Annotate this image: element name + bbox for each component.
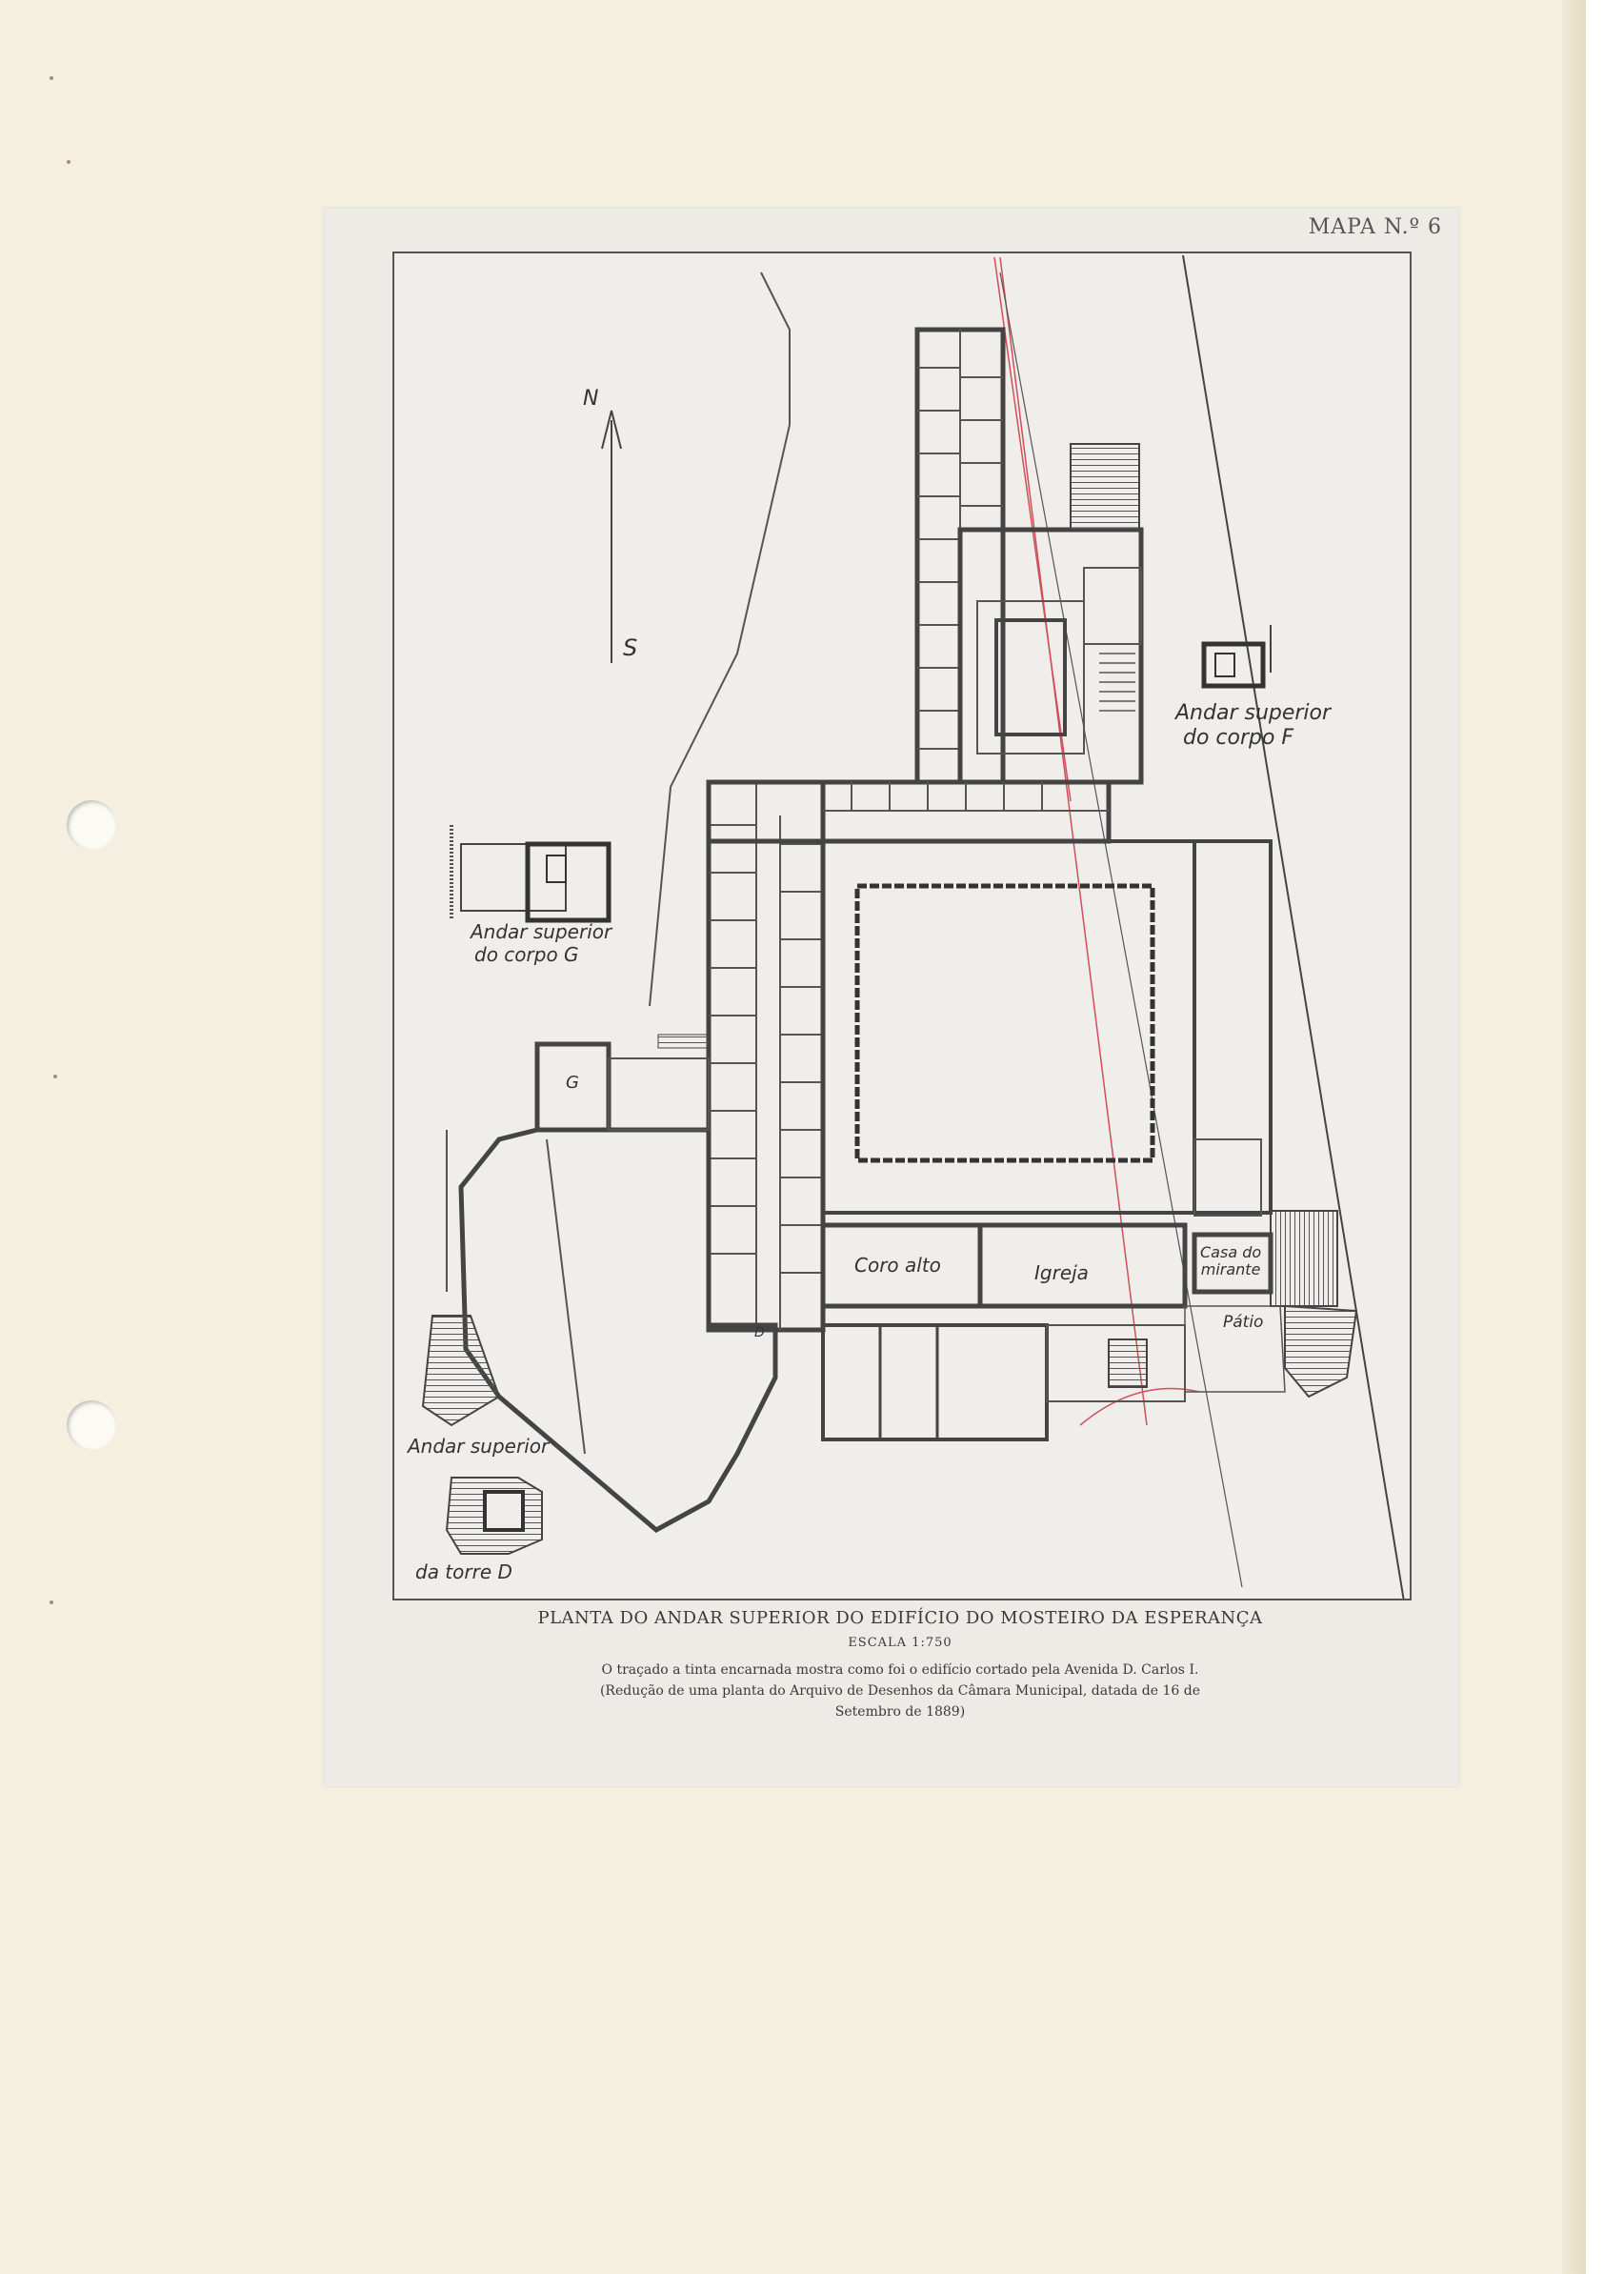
label-igreja: Igreja: [1034, 1261, 1089, 1284]
igreja-room: [977, 1222, 1188, 1309]
label-corpo-g-line1: Andar superior: [471, 920, 612, 943]
street-line-east: [1182, 254, 1405, 1599]
main-block-west-wing: [706, 779, 826, 1333]
label-corpo-f: Andar superior do corpo F: [1175, 701, 1331, 751]
label-casa-line1: Casa do: [1200, 1243, 1262, 1261]
patio-hatch: [1284, 1304, 1358, 1399]
map-plate: MAPA N.º 6: [324, 208, 1459, 1786]
caption-scale: ESCALA 1:750: [848, 1636, 952, 1650]
label-corpo-g-letter: G: [566, 1073, 579, 1093]
west-annex: [458, 1127, 778, 1534]
paper-edge: [1562, 0, 1586, 2274]
hatched-block-north: [1070, 443, 1140, 531]
south-east-room: [1046, 1324, 1186, 1402]
street-line-middle: [999, 272, 1243, 1588]
speck: [67, 160, 70, 164]
corpo-f-plan: [1201, 641, 1266, 689]
label-corpo-g-line2: do corpo G: [474, 943, 579, 966]
caption-title: PLANTA DO ANDAR SUPERIOR DO EDIFÍCIO DO …: [537, 1608, 1263, 1628]
map-caption: PLANTA DO ANDAR SUPERIOR DO EDIFÍCIO DO …: [392, 1608, 1408, 1722]
compass-south: S: [623, 634, 638, 661]
corpo-g-upper-room: [525, 841, 612, 923]
corpo-g-upper-inner: [546, 855, 567, 883]
map-frame: N S Andar superior do corpo F Andar supe…: [392, 252, 1412, 1600]
north-side-rooms: [1083, 567, 1142, 645]
speck: [53, 1075, 57, 1078]
red-curve: [1079, 1387, 1200, 1426]
south-hatch: [1108, 1338, 1148, 1388]
label-torre-d-1: Andar superior: [408, 1435, 550, 1458]
hatch-g-top: [657, 1034, 710, 1049]
map-number: MAPA N.º 6: [1308, 215, 1442, 239]
label-coro-alto: Coro alto: [854, 1254, 941, 1277]
street-line-west: [649, 272, 791, 1007]
label-corpo-f-line2: do corpo F: [1183, 726, 1294, 750]
north-cloister-ring: [976, 600, 1085, 755]
caption-note: O traçado a tinta encarnada mostra como …: [599, 1662, 1201, 1720]
torre-d-room: [483, 1490, 525, 1532]
south-rooms: [821, 1323, 1049, 1441]
corpo-g-side: [608, 1057, 710, 1131]
north-range-rooms: [823, 782, 1109, 812]
speck: [50, 1600, 53, 1604]
west-hatched-wedge: [421, 1315, 501, 1427]
label-casa-line2: mirante: [1200, 1260, 1261, 1278]
stair-north: [1099, 653, 1135, 712]
corpo-f-inner: [1214, 653, 1235, 677]
compass-arrow: [601, 410, 622, 663]
mirante-hatch: [1270, 1210, 1338, 1307]
label-corpo-g: Andar superior do corpo G: [471, 920, 612, 966]
label-patio: Pátio: [1223, 1313, 1264, 1332]
label-corpo-f-line1: Andar superior: [1175, 701, 1332, 725]
punch-hole-top: [67, 800, 116, 850]
label-torre-d-2: da torre D: [415, 1560, 512, 1583]
east-range-south: [1193, 1138, 1262, 1217]
punch-hole-bottom: [67, 1400, 116, 1450]
west-annex-inner: [546, 1138, 586, 1455]
floor-plan: [421, 254, 1405, 1599]
compass-north: N: [583, 387, 599, 411]
corpo-g-upper-plan: [460, 843, 567, 912]
west-wing-rooms: [709, 782, 823, 1330]
label-casa-do-mirante: Casa do mirante: [1200, 1244, 1261, 1278]
east-range: [1193, 839, 1273, 1215]
label-torre-d-letter: D: [754, 1325, 765, 1340]
north-cloister: [994, 618, 1067, 736]
speck: [50, 76, 53, 80]
north-wing-rooms: [917, 367, 1003, 750]
